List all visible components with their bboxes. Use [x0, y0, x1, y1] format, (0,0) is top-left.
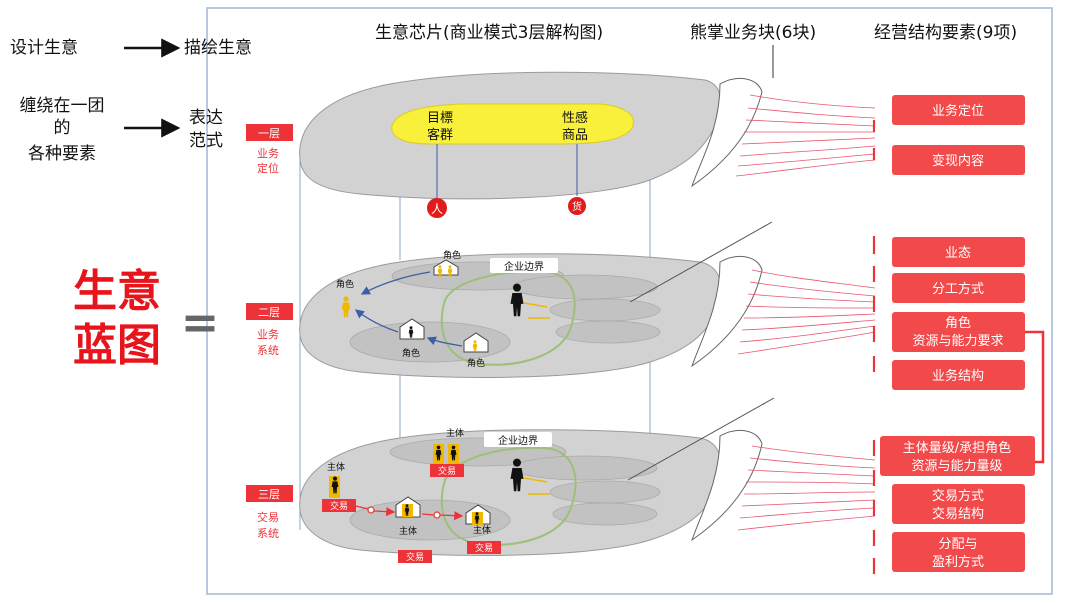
trade-tag-3: 交易 [475, 542, 493, 554]
fan-lines [735, 94, 876, 531]
role-label-3: 角色 [402, 347, 420, 359]
element-box-9: 分配与 盈利方式 [892, 532, 1025, 572]
element-box-3: 业态 [892, 237, 1025, 267]
design-label: 设计生意 [10, 38, 78, 58]
svg-text:二层: 二层 [258, 306, 280, 319]
subject-label-4: 主体 [473, 524, 491, 536]
svg-text:业态: 业态 [945, 246, 971, 261]
elements-line-2: 的 [54, 118, 71, 138]
elements-line-1: 缠绕在一团 [20, 96, 105, 116]
outer-frame [206, 7, 1053, 595]
layer-3-caption-1: 交易 [257, 510, 279, 524]
paw-block-2 [691, 255, 763, 368]
trade-tag-2: 交易 [330, 500, 348, 512]
layer-3-boundary-label: 企业边界 [498, 434, 538, 447]
element-box-8: 交易方式 交易结构 [892, 484, 1025, 524]
svg-text:资源与能力量级: 资源与能力量级 [911, 459, 1002, 474]
layer-3-badge: 三层 交易 系统 [246, 485, 293, 540]
layer-1: 目標 客群 性感 商品 人 货 [299, 71, 722, 218]
element-box-1: 业务定位 [892, 95, 1025, 125]
layer-1-badge: 一层 业务 定位 [246, 124, 293, 175]
layer-1-caption-1: 业务 [257, 147, 279, 160]
big-title-line-1: 生意 [73, 266, 161, 317]
blocks-header: 熊掌业务块(6块) [690, 23, 816, 43]
sexy-product-line-1: 性感 [562, 110, 588, 126]
chip-header: 生意芯片(商业模式3层解构图) [375, 23, 603, 43]
depict-label: 描绘生意 [184, 38, 252, 58]
subject-label-3: 主体 [399, 525, 417, 537]
svg-text:交易结构: 交易结构 [932, 506, 984, 522]
sexy-product-line-2: 商品 [562, 128, 588, 143]
equals-sign: = [181, 295, 220, 349]
svg-text:角色: 角色 [945, 315, 971, 331]
svg-text:交易方式: 交易方式 [932, 488, 984, 504]
elements-header: 经营结构要素(9项) [874, 23, 1017, 43]
svg-text:一层: 一层 [258, 127, 280, 140]
svg-text:分配与: 分配与 [938, 537, 977, 552]
role-label-1: 角色 [443, 249, 461, 261]
svg-text:业务定位: 业务定位 [932, 103, 984, 119]
layer-3: 企业边界 主体 交易 主体 交易 主体 主体 交易 交易 [299, 427, 722, 563]
express-line-2: 范式 [189, 131, 223, 151]
paw-block-1 [691, 77, 763, 188]
person-marker-label: 人 [431, 202, 443, 216]
goods-marker-label: 货 [572, 200, 582, 213]
person-marker [427, 198, 447, 218]
layer-2-badge: 二层 业务 系统 [246, 303, 293, 357]
role-label-4: 角色 [467, 357, 485, 369]
element-box-7: 主体量级/承担角色 资源与能力量级 [880, 436, 1035, 476]
svg-text:分工方式: 分工方式 [932, 281, 984, 297]
element-box-2: 变现内容 [892, 145, 1025, 175]
svg-text:资源与能力要求: 资源与能力要求 [912, 334, 1003, 349]
svg-text:业务结构: 业务结构 [932, 368, 984, 384]
trade-tag-1: 交易 [438, 465, 456, 477]
svg-text:盈利方式: 盈利方式 [932, 554, 984, 570]
layer-2: 企业边界 角色 角色 角色 角色 [299, 249, 722, 378]
goods-marker [568, 197, 586, 215]
connector-line-2 [627, 397, 775, 481]
layer-2-boundary [440, 270, 576, 366]
subject-label-1: 主体 [446, 427, 464, 439]
svg-text:主体量级/承担角色: 主体量级/承担角色 [903, 440, 1011, 456]
elements-line-3: 各种要素 [28, 144, 96, 164]
element-box-4: 分工方式 [892, 273, 1025, 303]
svg-text:变现内容: 变现内容 [932, 153, 984, 169]
element-box-6: 业务结构 [892, 360, 1025, 390]
layer-3-boundary [440, 446, 577, 546]
role-label-2: 角色 [336, 278, 354, 290]
layer-2-boundary-label: 企业边界 [504, 260, 544, 273]
paw-block-3 [691, 429, 763, 542]
layer-1-caption-2: 定位 [257, 161, 279, 175]
express-line-1: 表达 [189, 108, 223, 128]
element-box-5: 角色 资源与能力要求 [892, 312, 1025, 352]
svg-text:三层: 三层 [258, 488, 280, 501]
layer-2-caption-1: 业务 [257, 328, 279, 341]
connector-line-1 [629, 221, 773, 303]
subject-label-2: 主体 [327, 461, 345, 473]
big-title-line-2: 蓝图 [73, 320, 161, 371]
trade-tag-4: 交易 [406, 551, 424, 563]
layer-3-caption-2: 系统 [257, 527, 279, 540]
element-bracket [1025, 330, 1045, 464]
target-customer-line-2: 客群 [427, 127, 453, 143]
target-customer-line-1: 目標 [427, 111, 453, 126]
layer-2-caption-2: 系统 [257, 344, 279, 357]
layer-1-highlight [391, 103, 634, 145]
